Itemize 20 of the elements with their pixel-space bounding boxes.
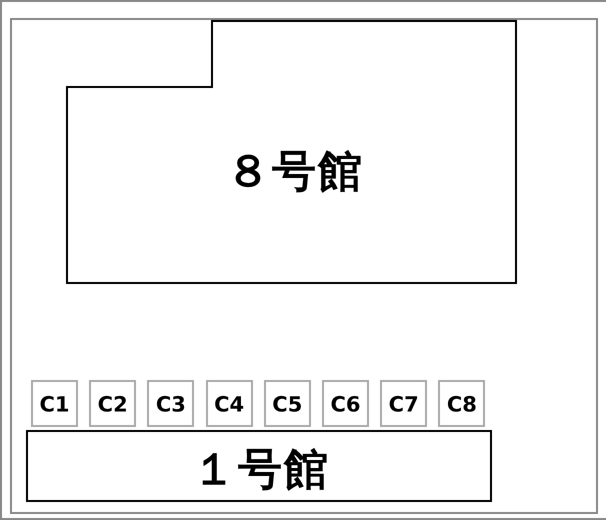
bay-box [438, 380, 486, 427]
bay-label: C8 [446, 394, 477, 416]
bay-box [31, 380, 78, 427]
bay-label: C1 [39, 394, 70, 416]
site-boundary [10, 18, 598, 514]
bay-label: C3 [156, 394, 186, 416]
building-outline [26, 430, 492, 502]
bay-label: C2 [98, 394, 128, 416]
bay-box [264, 380, 311, 427]
bay-label: C6 [330, 394, 361, 416]
bay-label: C4 [214, 394, 244, 416]
building-name: １号館 [192, 448, 330, 492]
bay-box [206, 380, 253, 427]
bay-box [147, 380, 194, 427]
building-name: ８号館 [226, 150, 364, 194]
bay-box [380, 380, 428, 427]
bay-label: C7 [388, 394, 419, 416]
bay-box [89, 380, 136, 427]
bay-box [322, 380, 369, 427]
bay-label: C5 [272, 394, 302, 416]
